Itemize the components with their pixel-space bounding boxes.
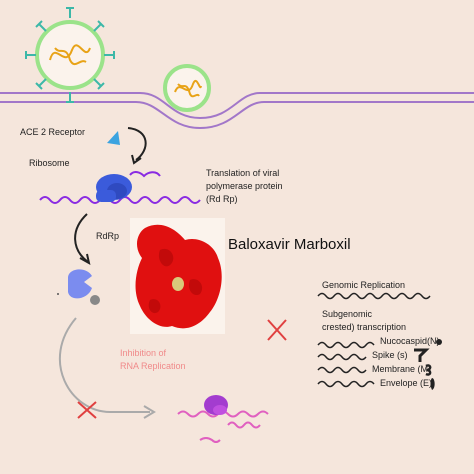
nucleocapsid-icon	[436, 339, 442, 345]
drug-name-label: Baloxavir Marboxil	[228, 236, 351, 253]
ribosome-shape	[96, 174, 132, 202]
subgenomic-label-line1: Subgenomic	[322, 309, 373, 319]
subgenomic-label-line2: crested) transcription	[322, 322, 407, 332]
virus-particle-entering	[163, 64, 211, 112]
spike-strand	[317, 353, 367, 361]
genomic-replication-strand	[317, 292, 431, 300]
membrane-icon	[425, 364, 432, 376]
translation-arrow	[74, 213, 89, 263]
inhibition-label-line1: Inhibition of	[120, 348, 167, 358]
spike-label: Spike (s)	[372, 350, 408, 360]
ace2-receptor-shape	[107, 131, 120, 145]
translation-label-line3: (Rd Rp)	[206, 194, 238, 204]
viral-mrna	[39, 196, 201, 204]
translation-label-line2: polymerase protein	[206, 181, 283, 191]
ribosome-bottom	[204, 395, 228, 415]
membrane-strand	[317, 366, 367, 374]
cross-mark-right	[267, 319, 287, 341]
rdrp-protein	[57, 269, 100, 305]
cell-membrane-inner	[0, 101, 474, 130]
translation-label-line1: Translation of viral	[206, 168, 280, 178]
virus-particle-outside	[25, 7, 115, 103]
ribosome-label: Ribosome	[29, 158, 70, 168]
envelope-icon	[430, 378, 435, 390]
spike-icon	[414, 348, 430, 362]
inhibition-label-line2: RNA Replication	[120, 361, 186, 371]
cell-membrane-outer	[0, 92, 474, 120]
genomic-replication-label: Genomic Replication	[322, 280, 406, 290]
rdrp-label: RdRp	[96, 231, 120, 241]
nucleocapsid-label: Nucocaspid(N)	[380, 336, 440, 346]
nucleocapsid-strand	[317, 341, 375, 349]
ace2-arrow	[127, 127, 147, 161]
baloxavir-protein-structure	[130, 218, 225, 334]
inhibition-arrow	[58, 317, 150, 413]
envelope-label: Envelope (E)	[380, 378, 433, 388]
cross-mark-left	[77, 401, 97, 419]
membrane-label: Membrane (M)	[372, 364, 432, 374]
envelope-strand	[317, 380, 375, 388]
ace2-receptor-label: ACE 2 Receptor	[20, 127, 86, 137]
